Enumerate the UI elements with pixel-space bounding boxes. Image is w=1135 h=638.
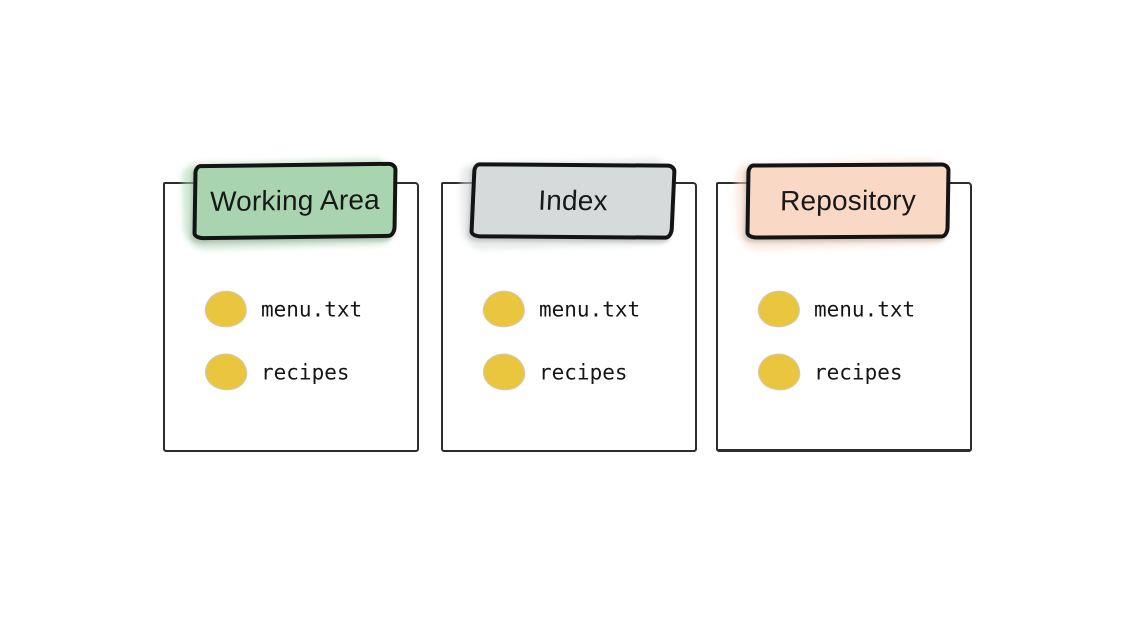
file-name: recipes [814, 360, 903, 384]
tab-index: Index [469, 162, 677, 240]
file-name: menu.txt [261, 297, 363, 321]
panel-repository: Repository menu.txt recipes [716, 158, 972, 452]
file-item: menu.txt [202, 287, 363, 331]
file-item: recipes [202, 351, 350, 393]
file-dot-icon [202, 287, 250, 331]
file-dot-icon [202, 351, 250, 393]
file-item: recipes [480, 351, 628, 393]
file-item: menu.txt [480, 287, 641, 331]
file-dot-icon [755, 287, 803, 331]
tab-label: Repository [779, 184, 917, 217]
tab-label: Index [537, 184, 609, 217]
file-item: menu.txt [755, 287, 916, 331]
panel-working-area: Working Area menu.txt recipes [163, 158, 419, 452]
file-dot-icon [480, 287, 528, 331]
tab-working-area: Working Area [192, 161, 398, 241]
file-name: recipes [539, 360, 628, 384]
file-item: recipes [755, 351, 903, 393]
file-name: menu.txt [814, 297, 916, 321]
tab-repository: Repository [745, 162, 951, 240]
file-name: recipes [261, 360, 350, 384]
panel-index: Index menu.txt recipes [441, 158, 697, 452]
tab-label: Working Area [209, 183, 381, 218]
file-dot-icon [480, 351, 528, 393]
file-name: menu.txt [539, 297, 641, 321]
file-dot-icon [755, 351, 803, 393]
